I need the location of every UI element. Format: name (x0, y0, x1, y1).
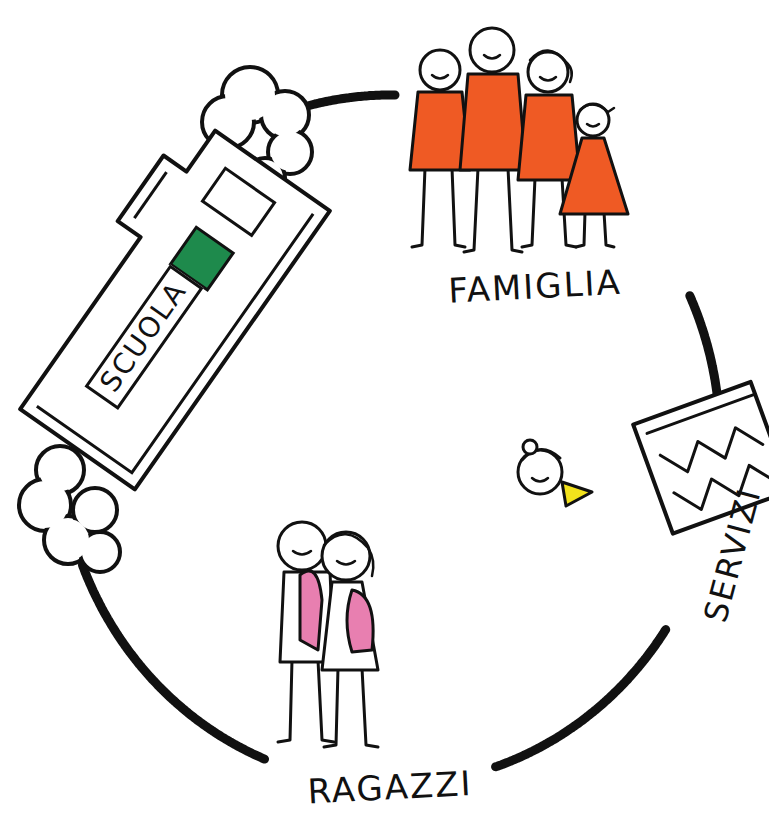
ring-arc (690, 296, 718, 396)
node-label: FAMIGLIA (447, 264, 622, 310)
family-node: FAMIGLIA (400, 25, 685, 315)
node-label: SERVIZI (698, 484, 768, 626)
school-node: SCUOLA (15, 70, 305, 560)
ring-arc (496, 630, 666, 767)
family-figures (410, 28, 628, 252)
services-node: SERVIZI (505, 400, 769, 625)
kids-node: RAGAZZI (270, 420, 490, 820)
ring-arc (83, 565, 265, 759)
node-label: RAGAZZI (307, 765, 474, 811)
school-building (0, 115, 330, 490)
ring-arc (309, 95, 395, 106)
school-sign: SCUOLA (84, 264, 203, 410)
kids-figures (278, 522, 378, 747)
